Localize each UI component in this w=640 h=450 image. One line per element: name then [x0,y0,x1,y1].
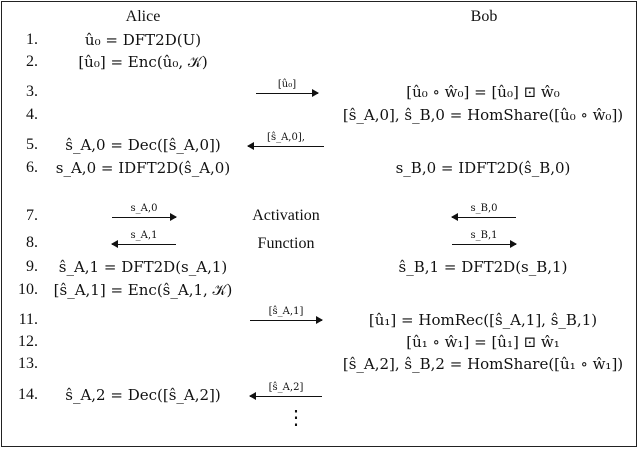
arrowhead-left-icon [249,392,256,400]
alice-header: Alice [125,8,161,25]
arrow-label-step-11: [ŝ_A,1] [268,306,304,317]
bob-header: Bob [470,8,498,25]
alice-step-5: ŝ_A,0 = Dec([ŝ_A,0]) [65,136,221,154]
step-number-13: 13. [18,355,38,372]
alice-arrow-label-step-7: s_A,0 [130,203,158,214]
step-number-8: 8. [26,234,38,251]
arrowhead-right-icon [316,316,323,324]
function-label: Function [257,235,315,252]
alice-step-6: s_A,0 = IDFT2D(ŝ_A,0) [55,159,231,177]
alice-step-14: ŝ_A,2 = Dec([ŝ_A,2]) [65,386,221,404]
step-number-9: 9. [26,258,38,275]
step-number-14: 14. [18,386,38,403]
arrowhead-right-icon [170,213,177,221]
step-number-7: 7. [26,207,38,224]
arrow-label-step-5: [ŝ_A,0], [267,132,305,143]
arrow-label-step-14: [ŝ_A,2] [268,382,304,393]
arrowhead-right-icon [312,89,319,97]
activation-label: Activation [252,207,320,224]
bob-step-13: [ŝ_A,2], ŝ_B,2 = HomShare([û₁ ∘ ŵ₁]) [342,355,624,373]
step-number-4: 4. [26,106,38,123]
arrowhead-left-icon [111,240,118,248]
continuation-dots: ⋮ [286,405,306,429]
step-number-10: 10. [18,281,38,298]
bob-step-12: [û₁ ∘ ŵ₁] = [û₁] ⊡ ŵ₁ [406,333,560,351]
arrowhead-left-icon [247,142,254,150]
step-number-1: 1. [26,31,38,48]
arrowhead-right-icon [510,240,517,248]
alice-step-1: û₀ = DFT2D(U) [84,31,202,49]
bob-step-4: [ŝ_A,0], ŝ_B,0 = HomShare([û₀ ∘ ŵ₀]) [342,106,624,124]
arrowhead-left-icon [451,213,458,221]
step-number-5: 5. [26,136,38,153]
alice-step-9: ŝ_A,1 = DFT2D(s_A,1) [58,258,228,276]
bob-step-6: s_B,0 = IDFT2D(ŝ_B,0) [395,159,571,177]
bob-step-9: ŝ_B,1 = DFT2D(s_B,1) [398,258,568,276]
step-number-3: 3. [26,83,38,100]
step-number-12: 12. [18,333,38,350]
alice-step-2: [û₀] = Enc(û₀, 𝒦) [78,53,208,71]
alice-step-10: [ŝ_A,1] = Enc(ŝ_A,1, 𝒦) [53,281,233,299]
arrow-label-step-3: [û₀] [277,79,297,90]
bob-step-3: [û₀ ∘ ŵ₀] = [û₀] ⊡ ŵ₀ [406,83,560,101]
alice-arrow-label-step-8: s_A,1 [130,230,158,241]
step-number-2: 2. [26,53,38,70]
bob-step-11: [û₁] = HomRec([ŝ_A,1], ŝ_B,1) [368,311,598,329]
bob-arrow-label-step-7: s_B,0 [470,203,498,214]
step-number-11: 11. [18,311,38,328]
step-number-6: 6. [26,159,38,176]
bob-arrow-label-step-8: s_B,1 [470,230,498,241]
